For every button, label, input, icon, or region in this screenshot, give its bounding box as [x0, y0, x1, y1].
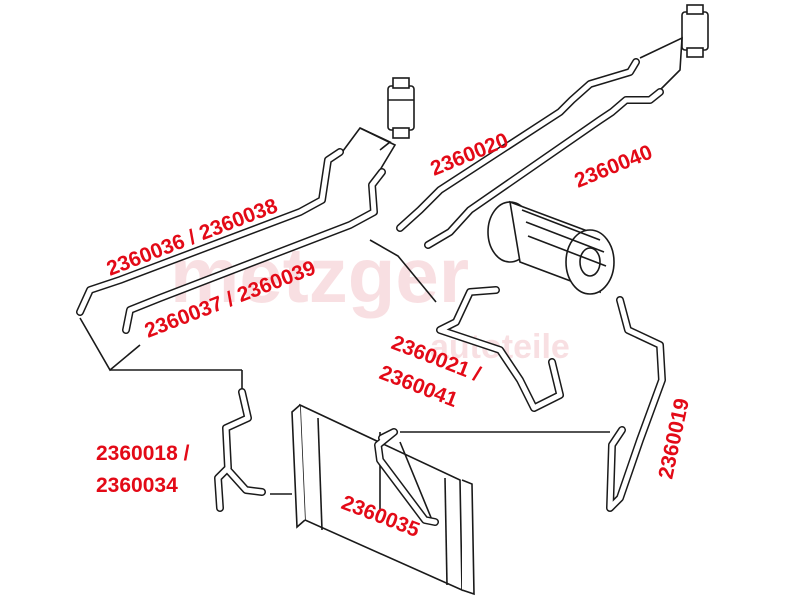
pipe-2360018 — [214, 388, 266, 512]
expansion-valve-right — [681, 4, 709, 58]
leader-left-lines — [79, 317, 141, 372]
label-2360018: 2360018 / — [96, 442, 190, 465]
expansion-valve-left — [387, 77, 415, 139]
pipe-2360019 — [606, 296, 666, 512]
leader-valve-left-2 — [339, 126, 397, 171]
label-2360040: 2360040 — [571, 141, 655, 193]
pipe-2360035 — [374, 428, 439, 526]
pipe-2360020 — [396, 58, 640, 232]
leader-valve-right — [639, 36, 683, 91]
pipe-2360040 — [424, 88, 664, 249]
pipe-2360036 — [76, 148, 344, 316]
label-2360034: 2360034 — [96, 474, 178, 497]
ac-compressor — [487, 200, 615, 295]
leader-2360021 — [369, 239, 437, 303]
leader-valve-left — [359, 127, 392, 151]
pipe-2360021 — [436, 286, 564, 412]
label-2360019: 2360019 — [654, 396, 693, 481]
pipe-2360037 — [122, 168, 386, 334]
